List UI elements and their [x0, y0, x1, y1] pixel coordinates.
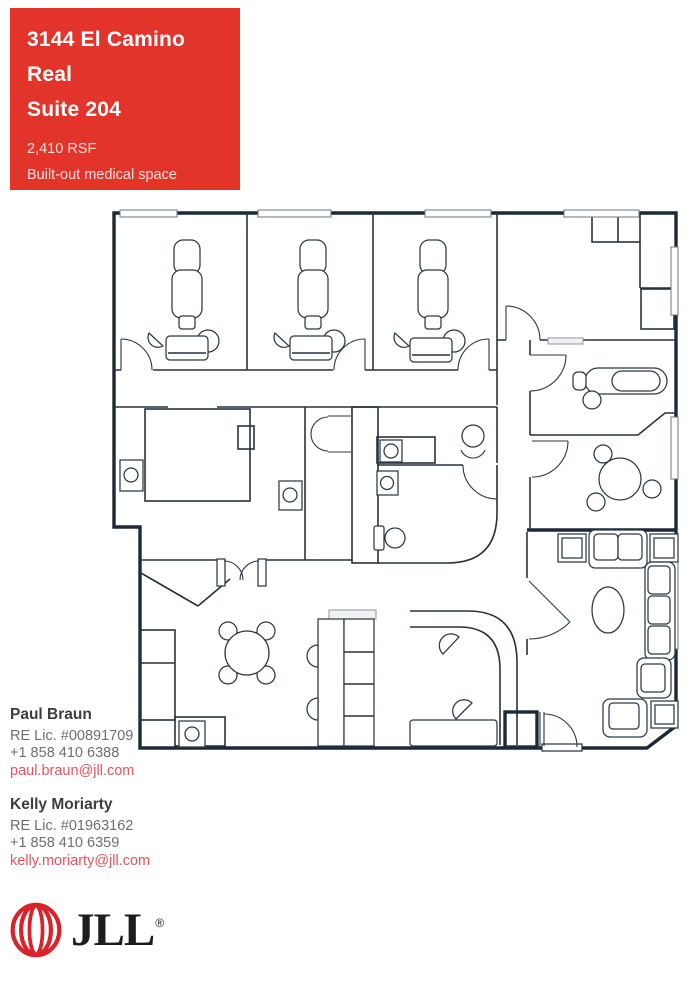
- address-line-1: 3144 El Camino Real: [27, 28, 186, 86]
- window-icon: [119, 209, 679, 650]
- contact-email-link[interactable]: kelly.moriarty@jll.com: [10, 852, 151, 869]
- listing-header: 3144 El Camino Real Suite 204 2,410 RSF …: [10, 8, 240, 190]
- contact-phone: +1 858 410 6388: [10, 745, 120, 761]
- dental-chair-icon: [393, 239, 466, 353]
- contact-email-link[interactable]: paul.braun@jll.com: [10, 762, 135, 779]
- waiting-area: [557, 529, 679, 738]
- jll-logo: JLL®: [8, 900, 164, 960]
- registered-mark: ®: [155, 915, 164, 930]
- sink-icon: [278, 480, 303, 511]
- loveseat-icon: [588, 529, 648, 569]
- stool-icon: [582, 390, 602, 410]
- dental-chair-icon: [147, 239, 220, 353]
- private-office: [586, 444, 662, 512]
- contact-license: RE Lic. #00891709: [10, 727, 134, 744]
- listing-size: 2,410 RSF: [27, 141, 97, 157]
- exam-room-1: [147, 239, 220, 361]
- contact-license: RE Lic. #01963162: [10, 817, 134, 834]
- chair-icon: [438, 633, 460, 655]
- listing-description: Built-out medical space: [27, 167, 177, 183]
- cased-opening: [547, 337, 584, 345]
- exam-room-3: [393, 239, 466, 363]
- round-table-icon: [598, 457, 642, 501]
- armchair-icon: [636, 657, 672, 699]
- sterilization-area: [119, 408, 303, 511]
- sink-icon: [379, 439, 403, 463]
- doors: [120, 305, 583, 752]
- oval-table-icon: [591, 586, 625, 634]
- restroom-1: [376, 424, 486, 464]
- break-room: [139, 621, 276, 748]
- contact-card: Kelly Moriarty RE Lic. #01963162 +1 858 …: [10, 796, 180, 870]
- chair-icon: [306, 697, 319, 721]
- sink-icon: [178, 720, 206, 748]
- toilet-icon: [373, 525, 406, 551]
- chair-icon: [306, 644, 319, 668]
- toilet-icon: [460, 424, 486, 459]
- address-line-2: Suite 204: [27, 98, 122, 121]
- contact-phone: +1 858 410 6359: [10, 835, 120, 851]
- contact-card: Paul Braun RE Lic. #00891709 +1 858 410 …: [10, 706, 180, 780]
- dental-chair-icon: [273, 239, 346, 353]
- armchair-icon: [602, 698, 648, 738]
- sink-icon: [376, 470, 399, 496]
- shelving-unit: [306, 609, 377, 747]
- contact-name: Kelly Moriarty: [10, 796, 113, 813]
- reception-desk: [409, 610, 518, 747]
- treatment-room: [572, 367, 668, 410]
- consult-room-counter: [591, 214, 675, 330]
- credenza-icon: [409, 719, 498, 747]
- listing-address: 3144 El Camino Real Suite 204: [27, 22, 226, 127]
- chair-icon: [452, 699, 473, 720]
- entry-column: [503, 710, 539, 749]
- round-table-icon: [218, 621, 276, 685]
- sink-icon: [119, 459, 144, 492]
- restroom-2: [373, 470, 406, 551]
- jll-globe-icon: [10, 902, 62, 958]
- exam-room-2: [273, 239, 346, 361]
- jll-wordmark: JLL®: [71, 903, 164, 956]
- contact-name: Paul Braun: [10, 706, 92, 723]
- sofa-icon: [644, 561, 676, 661]
